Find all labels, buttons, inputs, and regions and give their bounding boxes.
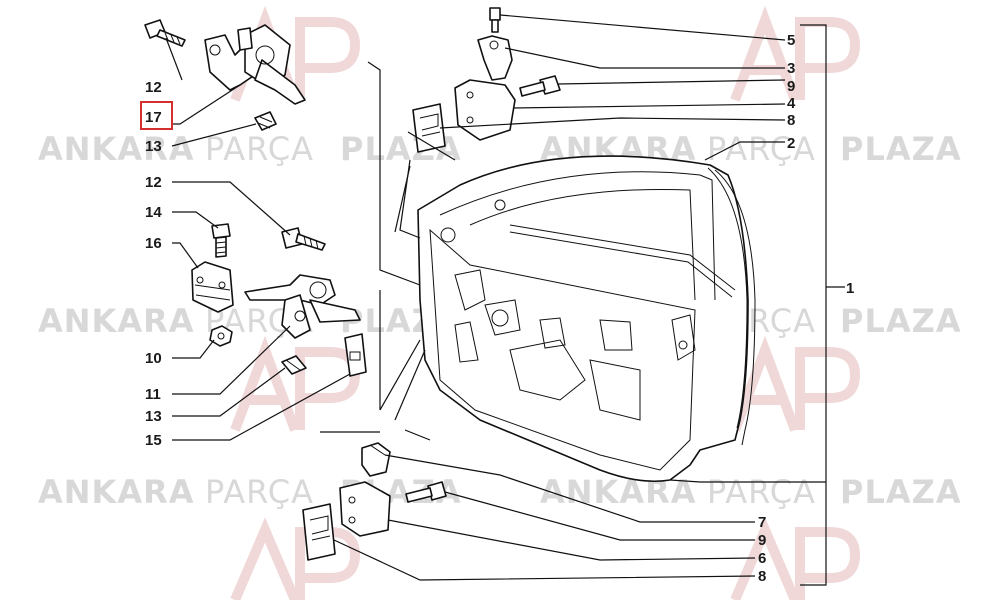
watermark-word-bold: ANKARA [38, 302, 195, 340]
bolt-part-13-low [281, 355, 307, 375]
hinge-assembly-part-17 [204, 24, 306, 105]
watermark-word-light: PARÇA [707, 130, 816, 168]
callout-14: 14 [145, 204, 162, 221]
callout-5: 5 [787, 32, 795, 49]
callout-13-top: 13 [145, 138, 162, 155]
guide-lines [320, 61, 456, 441]
bolt-part-9-top [519, 75, 561, 97]
ap-logo-icon [730, 5, 861, 102]
callout-10: 10 [145, 350, 162, 367]
watermark-word-bold: ANKARA [38, 473, 195, 511]
callout-8-top: 8 [787, 112, 795, 129]
watermark-word-light: PARÇA [205, 130, 314, 168]
callout-12-top: 12 [145, 79, 162, 96]
callout-2: 2 [787, 135, 795, 152]
ap-logo-icon [230, 517, 361, 600]
callout-13-low: 13 [145, 408, 162, 425]
callout-leaders [165, 14, 845, 586]
callout-8-bottom: 8 [758, 568, 766, 585]
watermark-word-light: PARÇA [707, 473, 816, 511]
ap-logo-icon [730, 335, 861, 432]
watermark-word-light: PARÇA [205, 473, 314, 511]
callout-4: 4 [787, 95, 796, 112]
callout-12-mid: 12 [145, 174, 162, 191]
watermark-word-bold: PLAZA [840, 473, 962, 511]
hinge-part-6 [339, 481, 391, 537]
callout-9-bottom: 9 [758, 532, 766, 549]
callout-3: 3 [787, 60, 795, 77]
bolt-part-12-mid [281, 227, 326, 251]
bumper-pad-part-15 [344, 333, 367, 377]
callout-11: 11 [145, 386, 161, 403]
watermark-word-bold: PLAZA [840, 302, 962, 340]
callout-numbers: 1 2 3 4 5 9 8 7 9 6 8 12 17 13 12 14 16 … [145, 32, 854, 585]
bolt-part-12-top [144, 19, 186, 47]
hinge-half-part-4 [454, 79, 516, 141]
lower-hinge-part-16 [191, 261, 234, 313]
callout-15: 15 [145, 432, 162, 449]
watermark-word-bold: PLAZA [840, 130, 962, 168]
hinge-part-7 [361, 442, 391, 477]
upper-hinge-part-3 [477, 35, 513, 81]
highlight-box [140, 101, 173, 130]
door-shell [417, 155, 756, 483]
callout-7: 7 [758, 514, 766, 531]
bolt-part-5 [489, 7, 501, 33]
bolt-part-9-bottom [405, 481, 447, 503]
callout-9-top: 9 [787, 78, 795, 95]
callout-16: 16 [145, 235, 162, 252]
bolt-part-13-top [254, 111, 277, 131]
callout-1: 1 [846, 280, 854, 297]
callout-17: 17 [145, 109, 162, 126]
callout-6: 6 [758, 550, 766, 567]
watermark-word-bold: ANKARA [38, 130, 195, 168]
shim-part-8-bottom [302, 503, 336, 561]
bolt-part-14 [211, 223, 231, 258]
nut-part-10 [209, 325, 233, 347]
